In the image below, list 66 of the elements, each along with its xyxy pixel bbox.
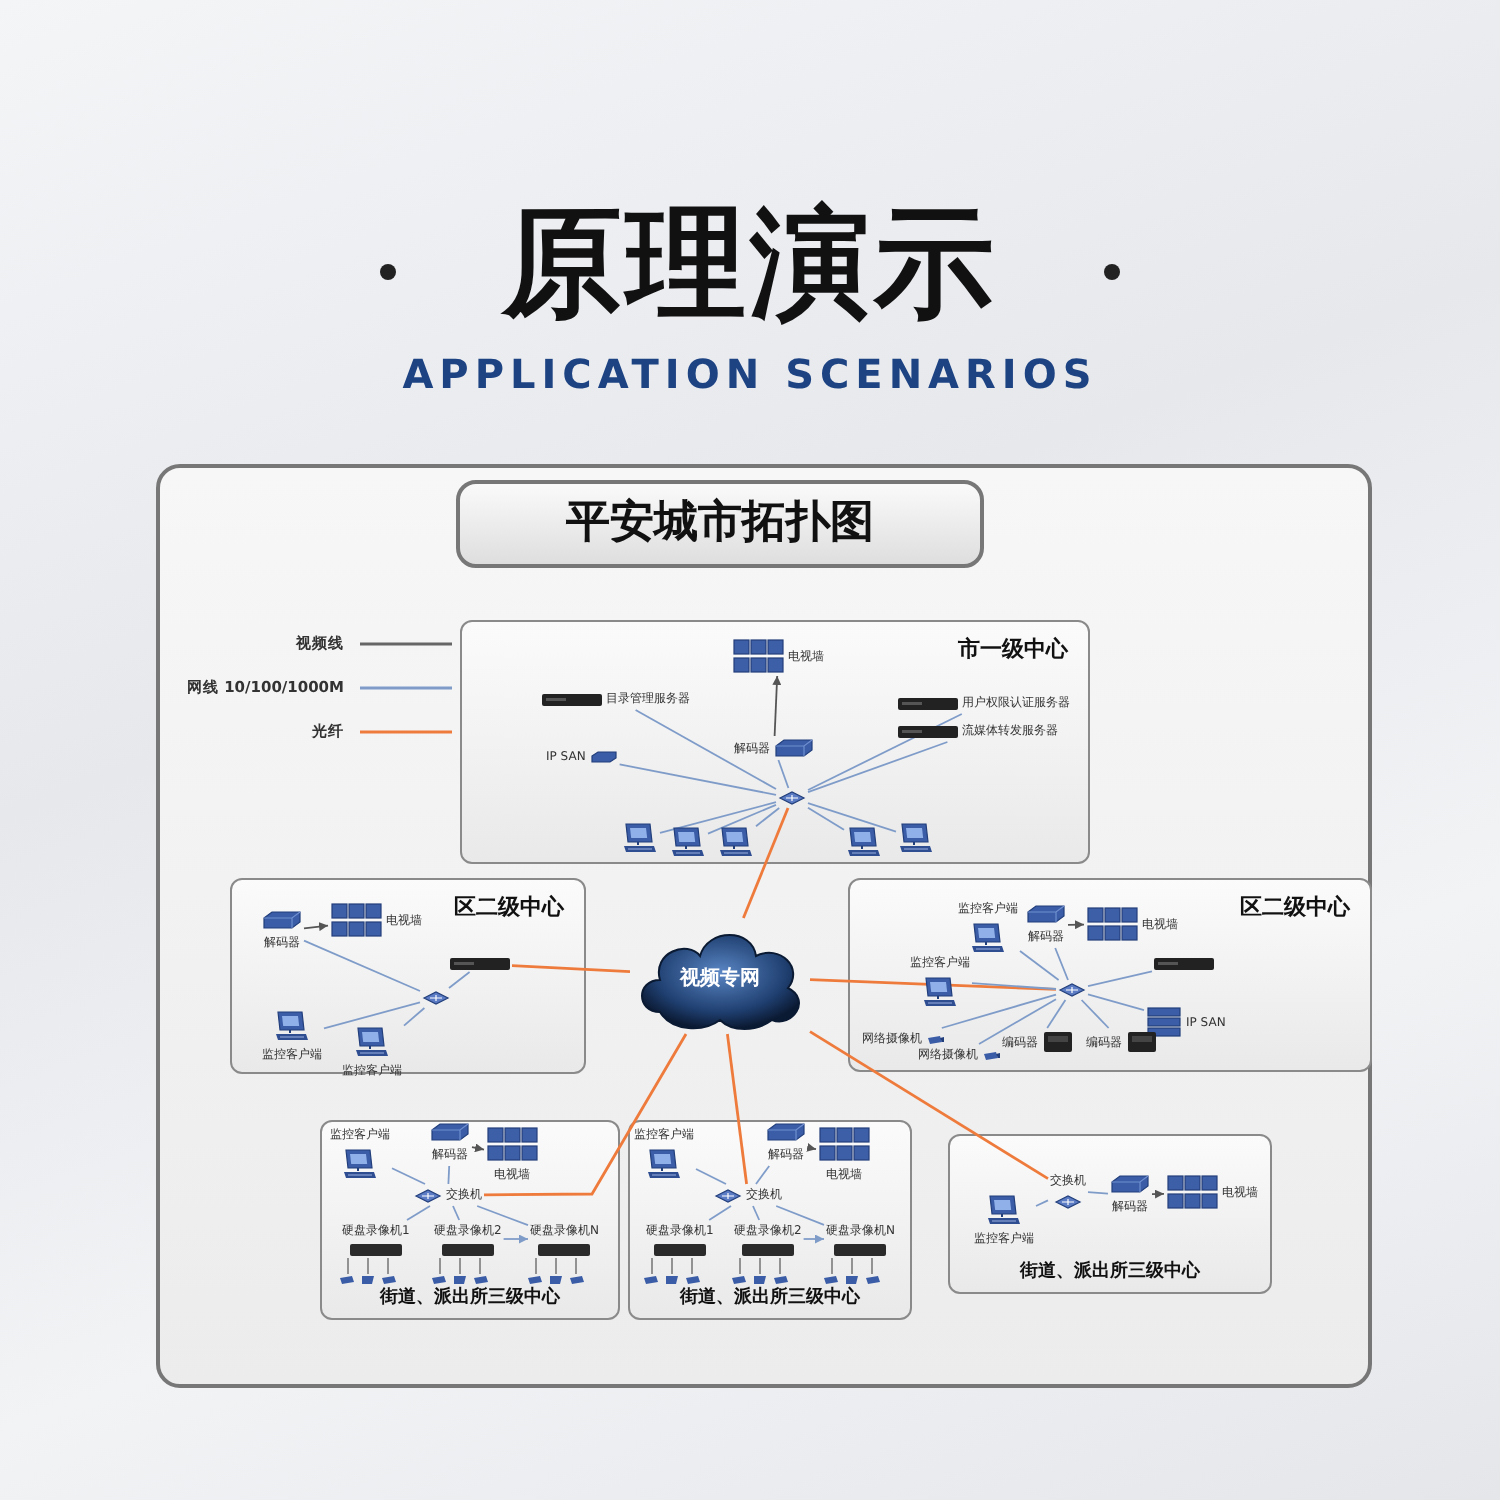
arrow [502, 1234, 529, 1244]
cloud-label: 视频专网 [677, 965, 762, 992]
arrow [1067, 920, 1085, 930]
arrow [802, 1234, 825, 1244]
arrow [471, 1143, 485, 1153]
region-box [848, 878, 1372, 1072]
cable-line [752, 1205, 761, 1221]
subtitle: APPLICATION SCENARIOS [400, 350, 1100, 398]
cable-line [511, 964, 631, 973]
region-box [460, 620, 1090, 864]
cable-line [1087, 1191, 1109, 1195]
cable-line [708, 1205, 732, 1221]
title-tab: 平安城市拓扑图 [456, 480, 984, 568]
cable-line [742, 807, 790, 919]
cable-line [452, 1205, 461, 1221]
box-heading: 街道、派出所三级中心 [377, 1284, 562, 1310]
cable-line [809, 978, 1057, 991]
cable-line [775, 1205, 825, 1226]
cable-line [978, 998, 1057, 1045]
cable-line [755, 807, 781, 828]
cable-line [1087, 993, 1145, 1012]
cable-line [391, 1167, 426, 1185]
cable-line [618, 763, 777, 796]
cable-line [807, 802, 897, 833]
box-heading: 区二级中心 [454, 892, 564, 922]
cable-line [755, 1165, 771, 1185]
diagram-panel [156, 464, 1372, 1388]
region-box [230, 878, 586, 1074]
arrow [303, 922, 329, 932]
region-box [628, 1120, 912, 1320]
arrow [806, 1143, 817, 1152]
cable-line [940, 993, 1057, 1029]
cable-line [1080, 999, 1110, 1029]
cable-line [476, 1205, 529, 1227]
cable-line [323, 1001, 421, 1030]
cable-line [809, 1030, 1049, 1180]
cable-line [403, 1007, 426, 1027]
region-box [320, 1120, 620, 1320]
cable-line [971, 982, 1057, 990]
cable-line [634, 709, 777, 790]
region-box [948, 1134, 1272, 1294]
box-heading: 街道、派出所三级中心 [677, 1284, 862, 1310]
cable-line [726, 1033, 748, 1185]
box-heading: 市一级中心 [958, 634, 1068, 664]
cable-line [807, 741, 949, 794]
cable-line [1054, 947, 1069, 981]
cable-line [707, 803, 777, 835]
arrow [772, 675, 782, 737]
box-heading: 街道、派出所三级中心 [1017, 1258, 1202, 1284]
cable-line [447, 1165, 451, 1185]
arrow [1151, 1189, 1165, 1199]
box-heading: 区二级中心 [1240, 892, 1350, 922]
cable-line [1046, 999, 1067, 1029]
cable-line [1035, 1199, 1049, 1207]
cable-line [659, 801, 777, 834]
cable-line [695, 1168, 727, 1185]
cable-line [1087, 970, 1153, 988]
cable-line [484, 1033, 688, 1197]
cable-line [1019, 950, 1060, 981]
cable-line [807, 806, 845, 831]
cable-line [406, 1205, 431, 1221]
cable-line [303, 939, 421, 992]
cable-line [777, 759, 790, 789]
cable-line [807, 713, 963, 791]
title: 原理演示 [498, 192, 1000, 338]
cable-line [448, 971, 471, 989]
